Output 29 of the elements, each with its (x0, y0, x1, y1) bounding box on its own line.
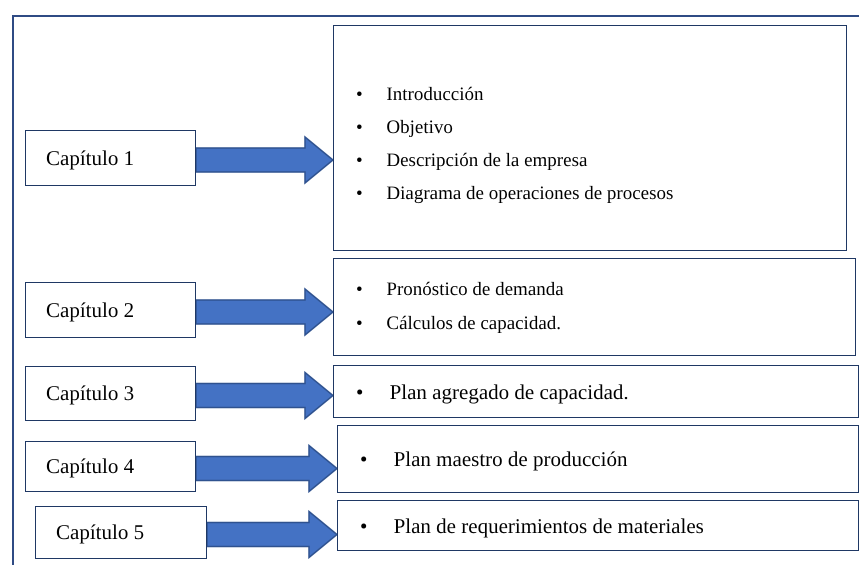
chapter-box (25, 441, 196, 492)
bullet-item: • Diagrama de operaciones de procesos (356, 182, 674, 206)
chapter-box (25, 282, 196, 338)
chapter-box (25, 366, 196, 421)
bullet-item: • Plan de requerimientos de materiales (360, 512, 705, 540)
bullet-item: • Descripción de la empresa (356, 149, 588, 173)
bullet-item: • Plan agregado de capacidad. (356, 378, 630, 406)
bullet-item: • Introducción (356, 83, 484, 107)
block-arrow (206, 510, 338, 560)
content-box (333, 258, 856, 356)
content-box (333, 25, 847, 251)
chapter-label: Capítulo 3 (45, 381, 136, 406)
chapter-label: Capítulo 5 (55, 520, 146, 545)
block-arrow (195, 135, 334, 185)
block-arrow (195, 370, 334, 420)
content-box (337, 500, 859, 551)
bullet-item: • Pronóstico de demanda (356, 278, 565, 302)
chapter-box (25, 130, 196, 186)
chapter-label: Capítulo 2 (45, 298, 136, 322)
bullet-item: • Cálculos de capacidad. (356, 312, 562, 336)
chapter-label: Capítulo 1 (45, 146, 136, 170)
bullet-item: • Plan maestro de producción (360, 446, 628, 473)
content-box (337, 425, 859, 493)
bullet-item: • Objetivo (356, 116, 454, 140)
chapter-box (35, 506, 207, 559)
block-arrow (195, 444, 338, 494)
content-box (333, 365, 859, 418)
block-arrow (195, 287, 334, 337)
chapter-label: Capítulo 4 (45, 454, 136, 479)
